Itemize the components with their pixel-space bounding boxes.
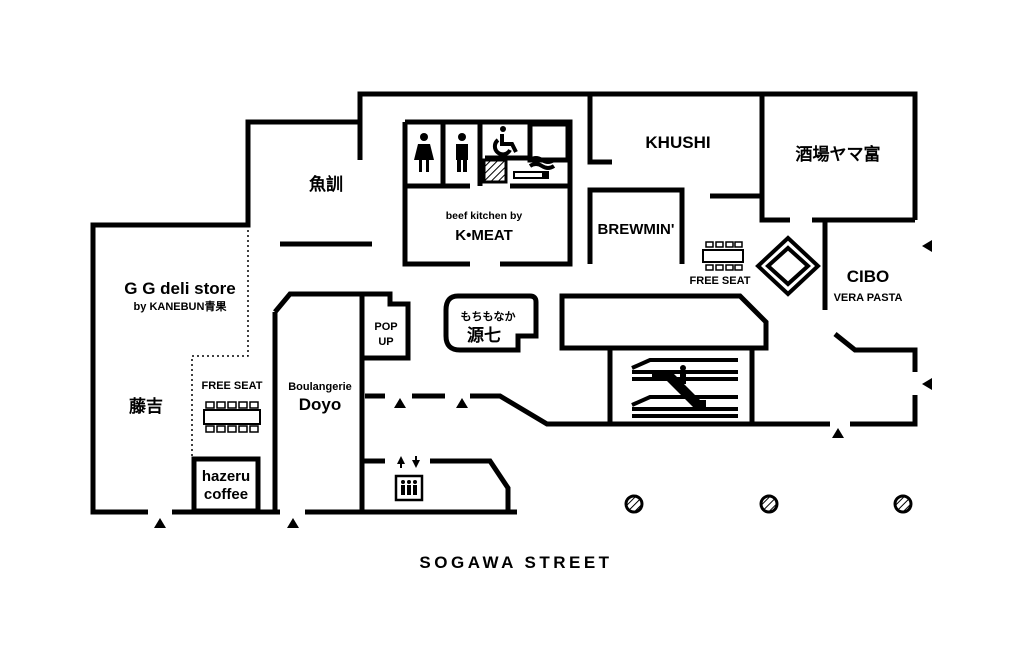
pillar-icon [624, 494, 913, 514]
female-restroom-icon [414, 133, 434, 172]
street-name: SOGAWA STREET [419, 553, 612, 572]
uokun-name: 魚訓 [309, 174, 343, 194]
cibo-name: CIBO [847, 267, 890, 286]
gg-deli-name: G G deli store [124, 279, 235, 298]
free-seat-label-left: FREE SEAT [202, 380, 263, 392]
khushi-name: KHUSHI [645, 133, 710, 152]
dotted-partition [191, 225, 249, 459]
free-seat-table-left [203, 401, 261, 433]
hazeru-line1: hazeru [202, 468, 250, 485]
cibo-sub: VERA PASTA [834, 292, 903, 304]
popup-line2: UP [378, 336, 393, 348]
hazeru-line2: coffee [204, 486, 248, 503]
brewmin-name: BREWMIN' [598, 221, 675, 238]
walls [90, 91, 918, 515]
yamatomi-name: 酒場ヤマ富 [796, 144, 881, 164]
fujiyoshi-name: 藤吉 [129, 397, 163, 416]
genshichi-line2: 源七 [467, 325, 501, 345]
popup-line1: POP [374, 321, 397, 333]
genshichi-line1: もちもなか [461, 310, 516, 323]
gg-deli-sub: by KANEBUN青果 [134, 299, 227, 313]
beef-line2: K•MEAT [455, 227, 512, 244]
boulangerie-line1: Boulangerie [288, 381, 352, 393]
elevator-icon [394, 456, 424, 502]
boulangerie-line2: Doyo [299, 395, 342, 414]
free-seat-label-right: FREE SEAT [690, 275, 751, 287]
escalator-icon [631, 358, 738, 418]
beef-line1: beef kitchen by [446, 210, 523, 222]
entrance-arrow-icon [154, 240, 932, 528]
male-restroom-icon [456, 133, 468, 172]
free-seat-table-right [702, 241, 744, 271]
wheelchair-icon [492, 126, 518, 157]
genshichi-booth [443, 293, 539, 353]
smoking-icon [513, 156, 556, 179]
diamond-feature [755, 235, 821, 297]
